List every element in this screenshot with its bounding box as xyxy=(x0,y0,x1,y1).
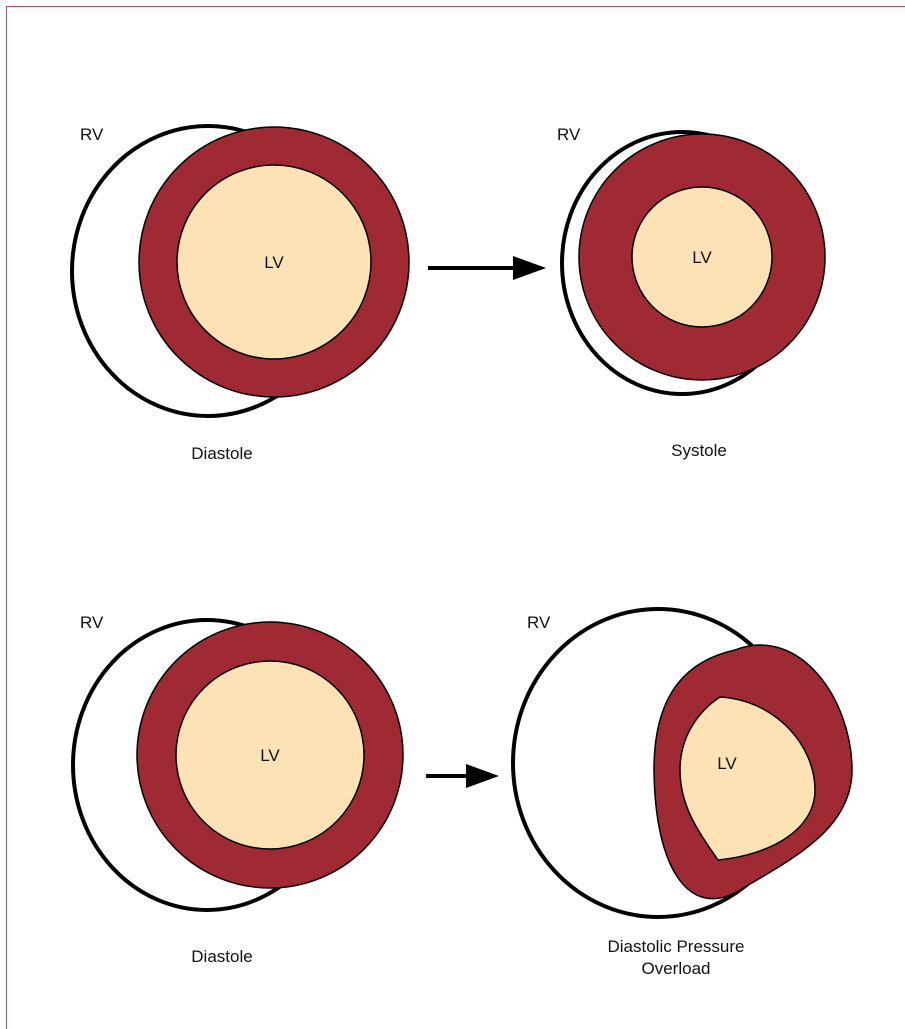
panel-diastole-top: RV LV Diastole xyxy=(70,124,410,463)
panel-pressure-overload: RV LV Diastolic Pressure Overload xyxy=(511,607,853,978)
lv-label: LV xyxy=(717,754,737,773)
panel-systole: RV LV Systole xyxy=(557,125,826,460)
lv-label: LV xyxy=(264,253,284,272)
caption: Diastole xyxy=(191,947,252,966)
lv-cavity xyxy=(631,186,773,328)
rv-label: RV xyxy=(527,613,551,632)
arrow-bottom xyxy=(426,764,499,788)
rv-label: RV xyxy=(80,125,104,144)
caption-line2: Overload xyxy=(642,959,711,978)
lv-label: LV xyxy=(260,746,280,765)
caption: Systole xyxy=(671,441,727,460)
rv-label: RV xyxy=(80,613,104,632)
figure-frame xyxy=(6,6,905,1029)
arrow-top xyxy=(428,256,546,280)
lv-label: LV xyxy=(692,248,712,267)
lv-cavity xyxy=(175,660,365,850)
lv-cavity-compressed xyxy=(679,696,816,861)
rv-label: RV xyxy=(557,125,581,144)
caption: Diastole xyxy=(191,444,252,463)
panel-diastole-bottom: RV LV Diastole xyxy=(71,613,404,966)
caption-line1: Diastolic Pressure xyxy=(608,937,745,956)
lv-cavity xyxy=(176,164,372,360)
